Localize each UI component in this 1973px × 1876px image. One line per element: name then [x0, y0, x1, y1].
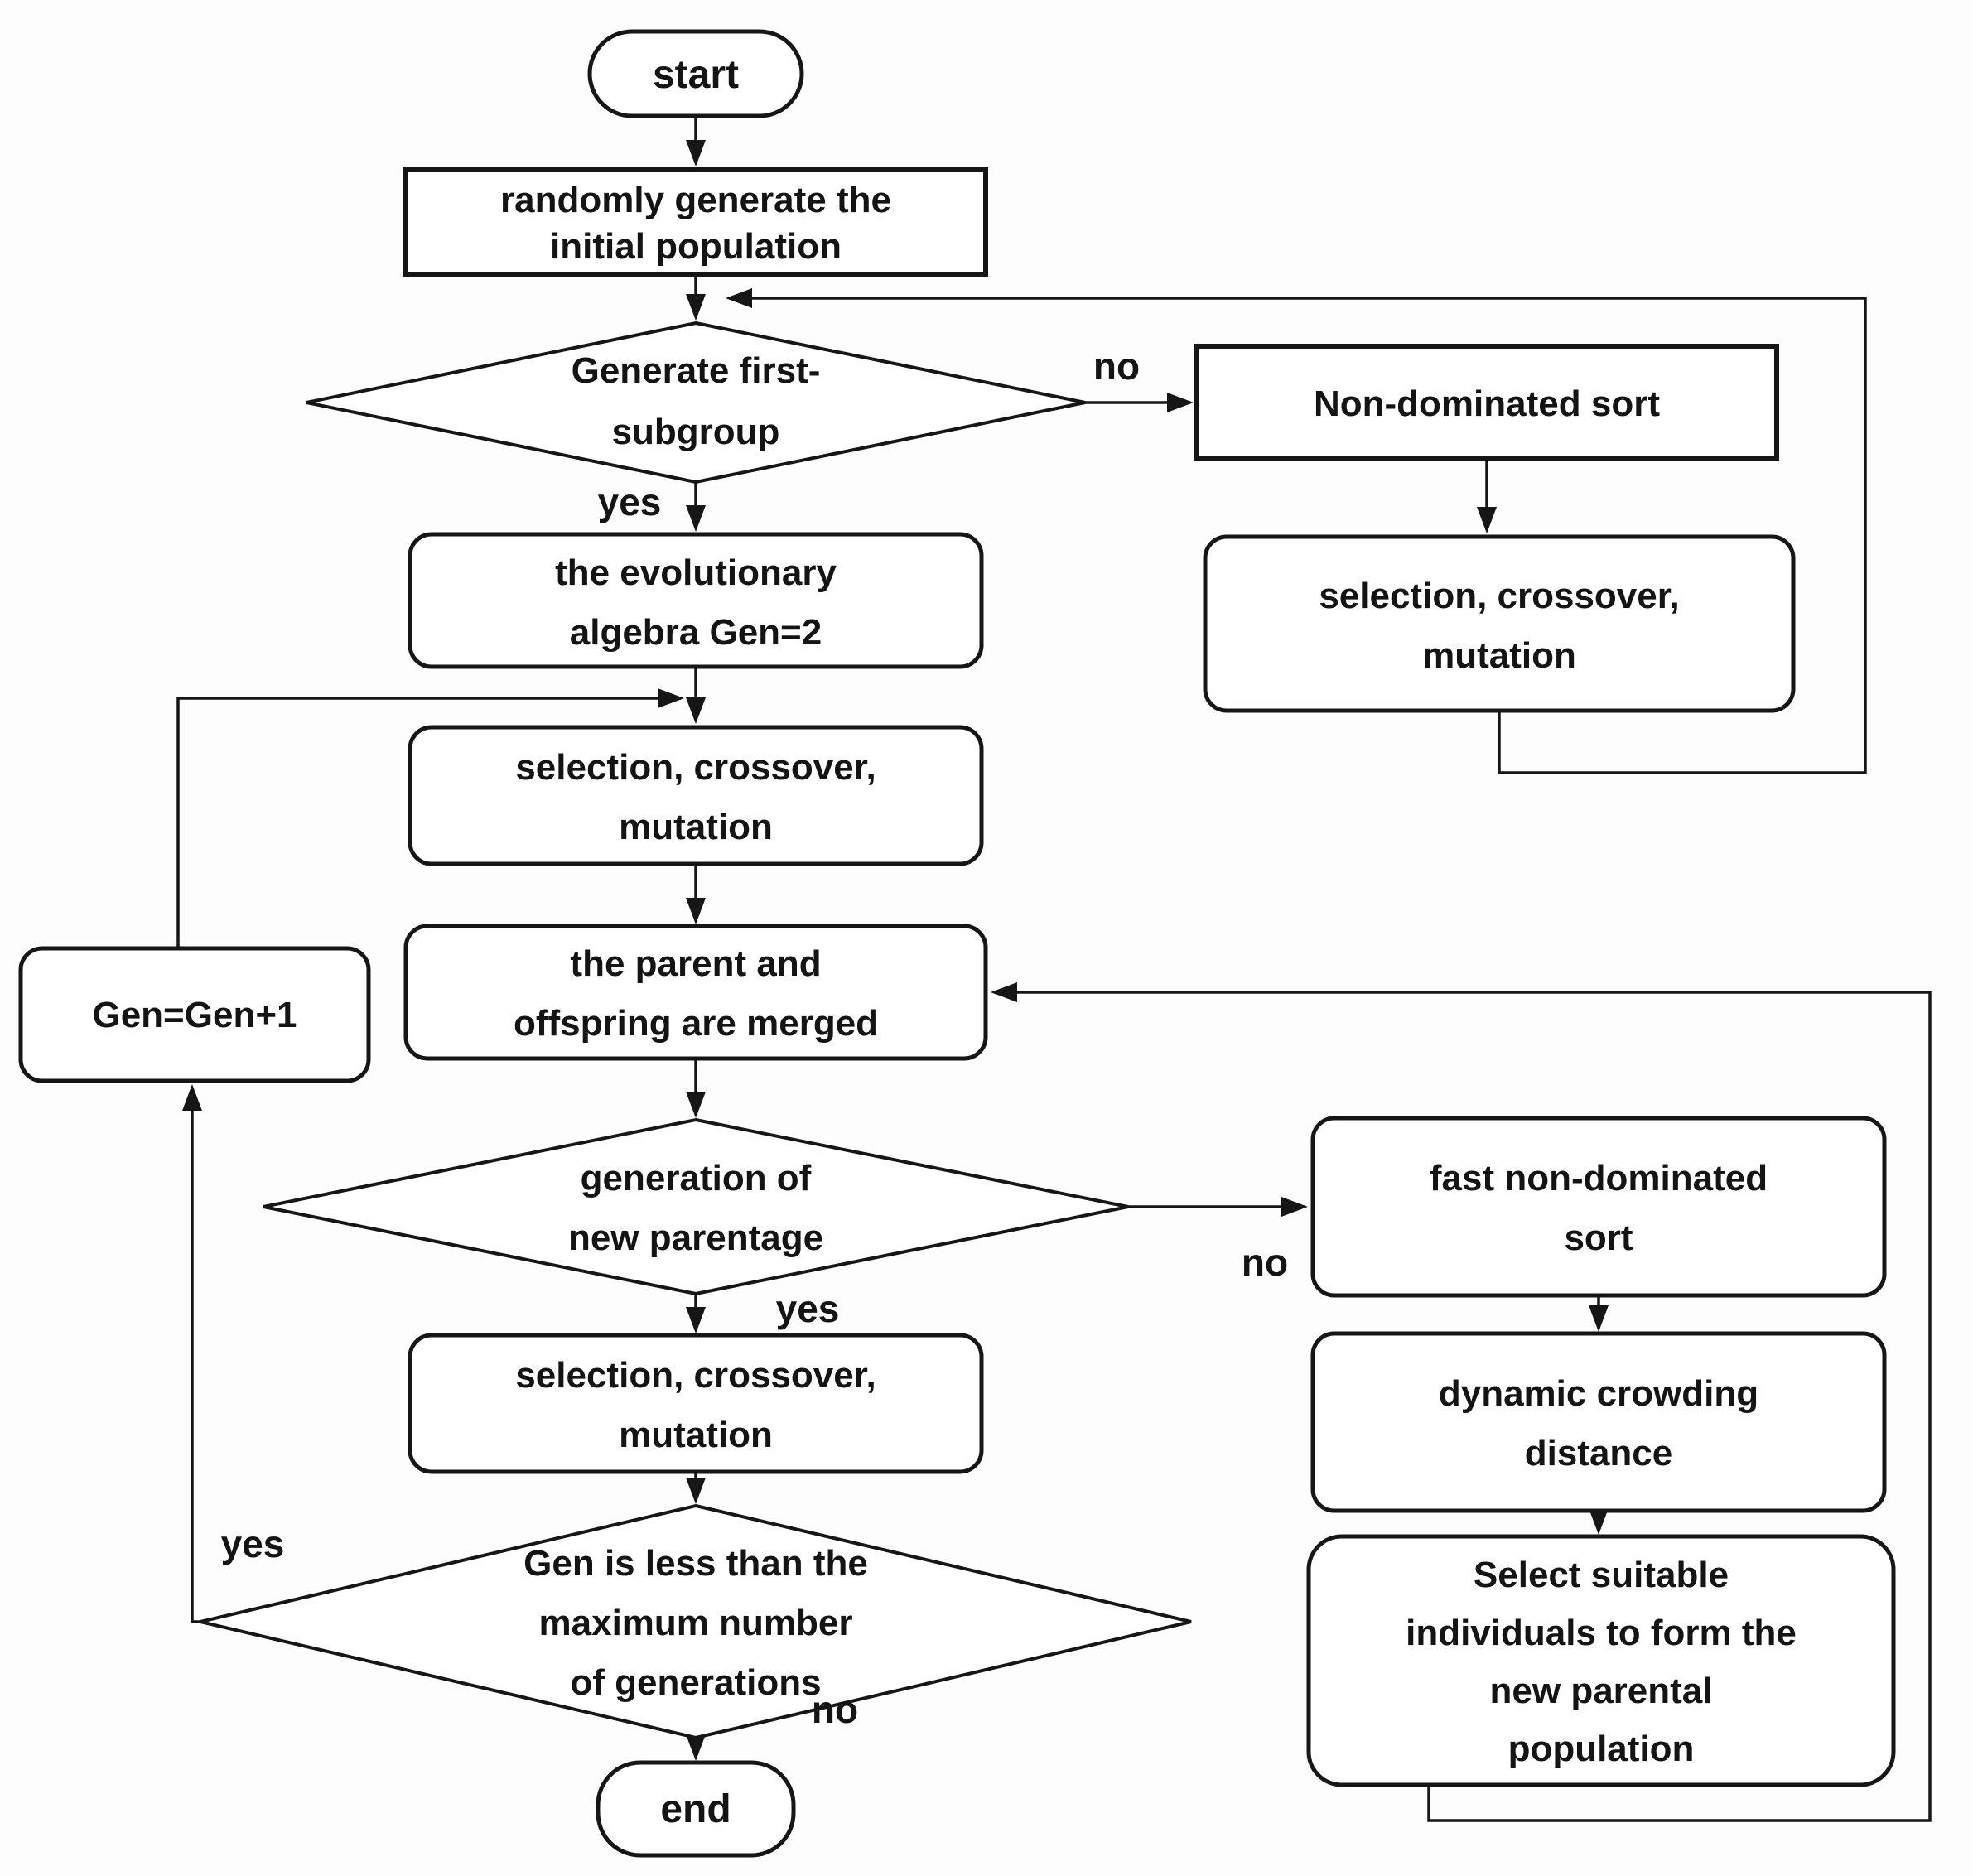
label-d2-no: no: [1242, 1241, 1288, 1284]
initial-population-line1: randomly generate the: [500, 180, 891, 220]
start-label: start: [653, 53, 739, 97]
node-selection-crossover-mutation-right: selection, crossover, mutation: [1203, 534, 1796, 713]
edge-loop-selection-to-top: [726, 288, 1867, 774]
gen-less-than-max-line3: of generations: [570, 1662, 821, 1703]
selection-3-line2: mutation: [619, 1415, 773, 1455]
selection-2-line1: selection, crossover,: [515, 747, 876, 788]
node-start: start: [587, 29, 804, 118]
node-gen-increment: Gen=Gen+1: [18, 946, 371, 1083]
node-dynamic-crowding-distance: dynamic crowding distance: [1310, 1331, 1887, 1513]
node-non-dominated-sort: Non-dominated sort: [1194, 344, 1779, 461]
selection-right-shape: [1203, 534, 1796, 713]
end-label: end: [660, 1787, 731, 1831]
node-decision-gen-less-than-max: Gen is less than the maximum number of g…: [200, 1503, 1192, 1740]
branch-labels: no yes yes no yes no: [221, 345, 1288, 1731]
parent-offspring-line2: offspring are merged: [514, 1003, 878, 1044]
gen-increment-shape: [18, 946, 371, 1083]
select-suitable-line4: population: [1508, 1729, 1695, 1769]
select-suitable-shape: [1306, 1534, 1896, 1787]
selection-2-line2: mutation: [619, 807, 773, 847]
node-select-suitable-individuals: Select suitable individuals to form the …: [1306, 1534, 1896, 1787]
non-dominated-sort-label: Non-dominated sort: [1314, 383, 1660, 424]
select-suitable-line3: new parental: [1490, 1671, 1713, 1711]
gen-increment-label: Gen=Gen+1: [92, 995, 297, 1035]
evolutionary-algebra-line2: algebra Gen=2: [570, 612, 822, 653]
generation-new-parentage-line2: new parentage: [568, 1218, 823, 1258]
node-evolutionary-algebra: the evolutionary algebra Gen=2: [408, 532, 984, 669]
node-selection-crossover-mutation-2: selection, crossover, mutation: [408, 725, 984, 866]
gen-less-than-max-line1: Gen is less than the: [523, 1543, 868, 1584]
select-suitable-line1: Select suitable: [1474, 1555, 1729, 1595]
start-shape: [587, 29, 804, 118]
generate-first-subgroup-line2: subgroup: [612, 412, 780, 452]
non-dominated-sort-shape: [1194, 344, 1779, 461]
label-d3-no: no: [812, 1688, 858, 1731]
dynamic-crowding-line1: dynamic crowding: [1439, 1373, 1758, 1414]
parent-offspring-line1: the parent and: [570, 943, 821, 984]
initial-population-line2: initial population: [550, 226, 842, 267]
parent-offspring-shape: [403, 924, 988, 1061]
label-d3-yes: yes: [221, 1522, 285, 1565]
generation-new-parentage-shape: [263, 1117, 1129, 1296]
label-d1-no: no: [1093, 345, 1140, 388]
selection-right-line2: mutation: [1422, 635, 1576, 676]
gen-less-than-max-line2: maximum number: [539, 1603, 853, 1643]
gen-less-than-max-shape: [200, 1503, 1192, 1740]
fast-non-dominated-line2: sort: [1564, 1218, 1633, 1258]
selection-3-line1: selection, crossover,: [515, 1355, 876, 1396]
selection-right-line1: selection, crossover,: [1319, 576, 1679, 616]
edge-d3-gengen-yes: [182, 1084, 202, 1623]
select-suitable-line2: individuals to form the: [1406, 1613, 1797, 1653]
node-parent-offspring-merged: the parent and offspring are merged: [403, 924, 988, 1061]
dynamic-crowding-shape: [1310, 1331, 1887, 1513]
evolutionary-algebra-line1: the evolutionary: [555, 552, 837, 593]
fast-non-dominated-shape: [1310, 1116, 1887, 1298]
edges: [176, 116, 1932, 1822]
fast-non-dominated-line1: fast non-dominated: [1430, 1158, 1768, 1198]
edge-gengen-feedback: [176, 688, 684, 948]
generate-first-subgroup-shape: [306, 321, 1086, 485]
end-shape: [596, 1760, 796, 1858]
label-d2-yes: yes: [776, 1287, 840, 1330]
node-end: end: [596, 1760, 796, 1858]
node-fast-non-dominated-sort: fast non-dominated sort: [1310, 1116, 1887, 1298]
node-initial-population: randomly generate the initial population: [403, 167, 988, 277]
node-decision-generate-first-subgroup: Generate first- subgroup: [306, 321, 1086, 485]
initial-population-shape: [403, 167, 988, 277]
dynamic-crowding-line2: distance: [1525, 1433, 1673, 1473]
node-selection-crossover-mutation-3: selection, crossover, mutation: [408, 1333, 984, 1474]
edge-loop-select-to-parent: [991, 982, 1932, 1822]
evolutionary-algebra-shape: [408, 532, 984, 669]
selection-2-shape: [408, 725, 984, 866]
generation-new-parentage-line1: generation of: [581, 1158, 812, 1198]
label-d1-yes: yes: [598, 480, 662, 523]
node-decision-generation-new-parentage: generation of new parentage: [263, 1117, 1129, 1296]
selection-3-shape: [408, 1333, 984, 1474]
generate-first-subgroup-line1: Generate first-: [572, 350, 821, 391]
